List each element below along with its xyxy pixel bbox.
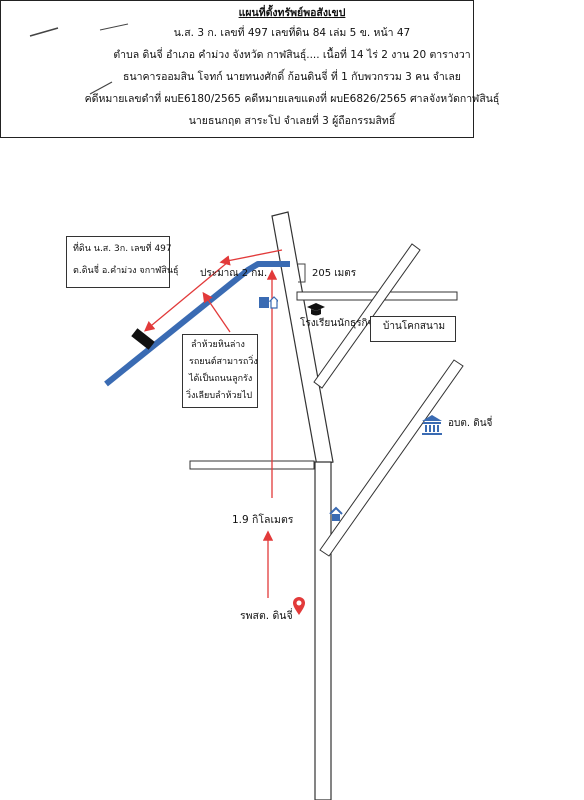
land-label-line1: ที่ดิน น.ส. 3ก. เลขที่ 497: [73, 244, 172, 254]
house-icon: [329, 506, 343, 521]
owner-info: นายธนกฤต สาระโป จำเลยที่ 3 ผู้ถือกรรมสิท…: [188, 115, 396, 127]
side-road-lower: [189, 460, 315, 470]
land-label-line2: ต.ดินจี่ อ.คำม่วง จกาฬสินธุ์: [73, 266, 179, 276]
distance-approx-label: ประมาณ 2 กม.: [200, 268, 268, 279]
note-line1: ลำห้วยหินล่าง: [191, 340, 245, 350]
government-building-icon: [422, 415, 442, 435]
land-label-box: ที่ดิน น.ส. 3ก. เลขที่ 497 ต.ดินจี่ อ.คำ…: [66, 236, 179, 288]
pen-mark: [89, 81, 113, 95]
diagonal-road-lower: [319, 359, 464, 557]
bracket-205m: [298, 263, 306, 283]
school-label: โรงเรียนนักธุรกิจ: [300, 318, 374, 329]
laterite-road: [104, 261, 290, 387]
subdistrict-office-label: อบต. ดินจี่: [448, 418, 493, 429]
arrow-to-approx: [219, 249, 283, 266]
map-title: แผนที่ตั้งทรัพย์พอสังเขป: [238, 7, 346, 19]
creek-note-box: ลำห้วยหินล่าง รถยนต์สามารถวิ่ง ได้เป็นถน…: [182, 334, 258, 408]
header-box: แผนที่ตั้งทรัพย์พอสังเขป น.ส. 3 ก. เลขที…: [0, 0, 499, 138]
distance-205m-label: 205 เมตร: [312, 268, 357, 279]
pen-mark: [29, 27, 59, 37]
location-info: ตำบล ดินจี่ อำเภอ คำม่วง จังหวัด กาฬสินธ…: [113, 49, 471, 61]
health-center-label: รพสต. ดินจี่: [240, 610, 293, 622]
main-road-north: [271, 211, 334, 467]
diagonal-road-upper: [313, 243, 421, 389]
village-box: บ้านโคกสนาม: [370, 316, 456, 342]
distance-19km-label: 1.9 กิโลเมตร: [232, 514, 294, 526]
deed-info: น.ส. 3 ก. เลขที่ 497 เลขที่ดิน 84 เล่ม 5…: [173, 27, 411, 39]
note-line3: ได้เป็นถนนลูกรัง: [189, 374, 253, 384]
arrow-note-to-road: [202, 291, 231, 333]
plaintiff-info: ธนาคารออมสิน โจทก์ นายทนงศักดิ์ ก้อนดินจ…: [123, 71, 461, 83]
case-info: คดีหมายเลขดำที่ ผบE6180/2565 คดีหมายเลขแ…: [84, 93, 500, 105]
note-line2: รถยนต์สามารถวิ่ง: [189, 357, 258, 367]
pen-mark: [99, 23, 129, 31]
note-line4: วิ่งเลียบลำห้วยไป: [186, 391, 253, 401]
map-pin-icon: [293, 597, 305, 615]
village-label: บ้านโคกสนาม: [383, 321, 446, 332]
land-parcel: [131, 328, 155, 350]
graduation-cap-icon: [307, 303, 325, 316]
arrow-land-pointer: [143, 261, 229, 332]
house-icon: [259, 296, 278, 309]
